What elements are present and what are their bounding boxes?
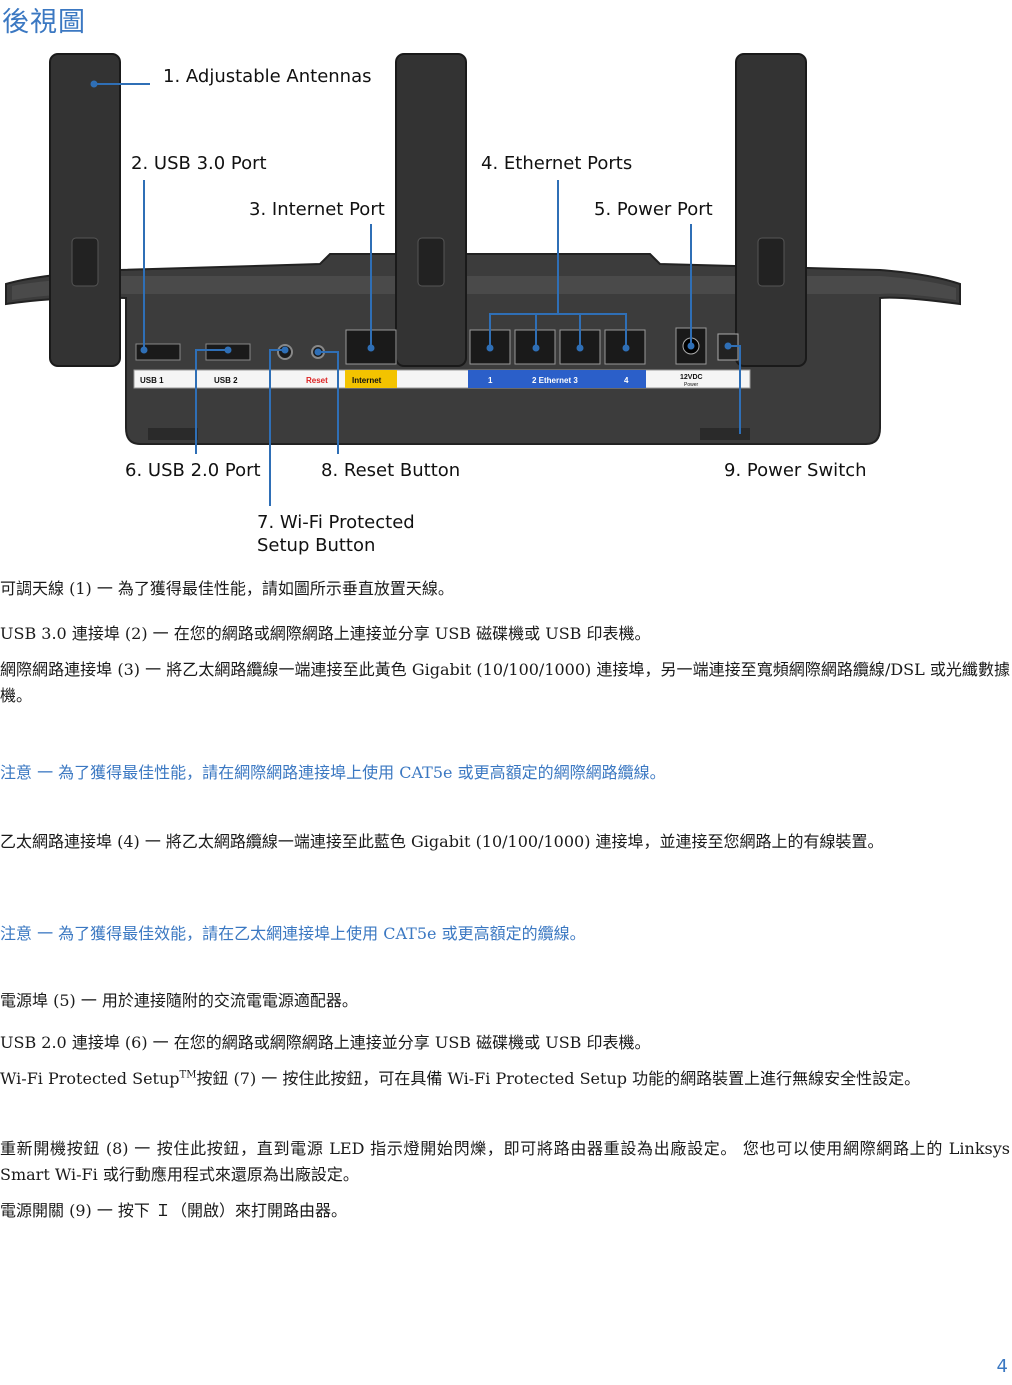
callout-reset-button: 8. Reset Button (321, 460, 461, 481)
callout-antennas: 1. Adjustable Antennas (163, 66, 372, 87)
callout-usb20: 6. USB 2.0 Port (125, 460, 261, 481)
callout-power-port: 5. Power Port (594, 199, 713, 220)
note-internet-cable: 注意 一 為了獲得最佳性能，請在網際網路連接埠上使用 CAT5e 或更高額定的網… (0, 763, 666, 782)
wps-prefix: Wi-Fi Protected Setup (0, 1069, 180, 1088)
label-eth4: 4 (624, 376, 629, 385)
paragraph-reset: 重新開機按鈕 (8) 一 按住此按鈕，直到電源 LED 指示燈開始閃爍，即可將路… (0, 1139, 1010, 1184)
callout-lines (90, 80, 741, 506)
label-usb2: USB 2 (214, 376, 238, 385)
callout-internet-port: 3. Internet Port (249, 199, 385, 220)
callout-wps-line2: Setup Button (257, 535, 376, 556)
callout-power-switch: 9. Power Switch (724, 460, 867, 481)
callout-usb30: 2. USB 3.0 Port (131, 153, 267, 174)
paragraph-antennas: 可調天線 (1) 一 為了獲得最佳性能，請如圖所示垂直放置天線。 (0, 579, 454, 598)
wps-rest: 按鈕 (7) 一 按住此按鈕，可在具備 Wi-Fi Protected Setu… (196, 1069, 921, 1088)
trademark: TM (179, 1069, 197, 1081)
antenna-middle (395, 53, 467, 367)
label-power-word: Power (684, 382, 699, 388)
label-reset: Reset (306, 376, 328, 385)
paragraph-internet-port: 網際網路連接埠 (3) 一 將乙太網路纜線一端連接至此黃色 Gigabit (1… (0, 660, 1010, 705)
label-eth1: 1 (488, 376, 493, 385)
antenna-right (735, 53, 807, 367)
callout-ethernet-ports: 4. Ethernet Ports (481, 153, 633, 174)
label-usb1: USB 1 (140, 376, 164, 385)
label-power-volt: 12VDC (680, 374, 703, 381)
note-ethernet-cable: 注意 一 為了獲得最佳效能，請在乙太網連接埠上使用 CAT5e 或更高額定的纜線… (0, 924, 586, 943)
antenna-left (49, 53, 121, 367)
usb1-port (135, 343, 181, 361)
paragraph-power-port: 電源埠 (5) 一 用於連接隨附的交流電電源適配器。 (0, 991, 358, 1010)
router-diagram: USB 1 USB 2 Reset Internet 1 2 Ethernet … (5, 53, 961, 506)
paragraph-power-switch: 電源開關 (9) 一 按下 Ｉ（開啟）來打開路由器。 (0, 1201, 348, 1220)
paragraph-wps: Wi-Fi Protected SetupTM按鈕 (7) 一 按住此按鈕，可在… (0, 1066, 1010, 1092)
router-rear-view-figure: USB 1 USB 2 Reset Internet 1 2 Ethernet … (0, 48, 1012, 568)
callout-wps-line1: 7. Wi-Fi Protected (257, 512, 415, 533)
paragraph-usb20: USB 2.0 連接埠 (6) 一 在您的網路或網際網路上連接並分享 USB 磁… (0, 1033, 651, 1052)
label-eth-center: 2 Ethernet 3 (532, 376, 578, 385)
page-title: 後視圖 (2, 7, 86, 38)
label-internet: Internet (352, 376, 382, 385)
page-number: 4 (996, 1356, 1008, 1377)
paragraph-ethernet-ports: 乙太網路連接埠 (4) 一 將乙太網路纜線一端連接至此藍色 Gigabit (1… (0, 832, 884, 851)
paragraph-usb30: USB 3.0 連接埠 (2) 一 在您的網路或網際網路上連接並分享 USB 磁… (0, 624, 651, 643)
